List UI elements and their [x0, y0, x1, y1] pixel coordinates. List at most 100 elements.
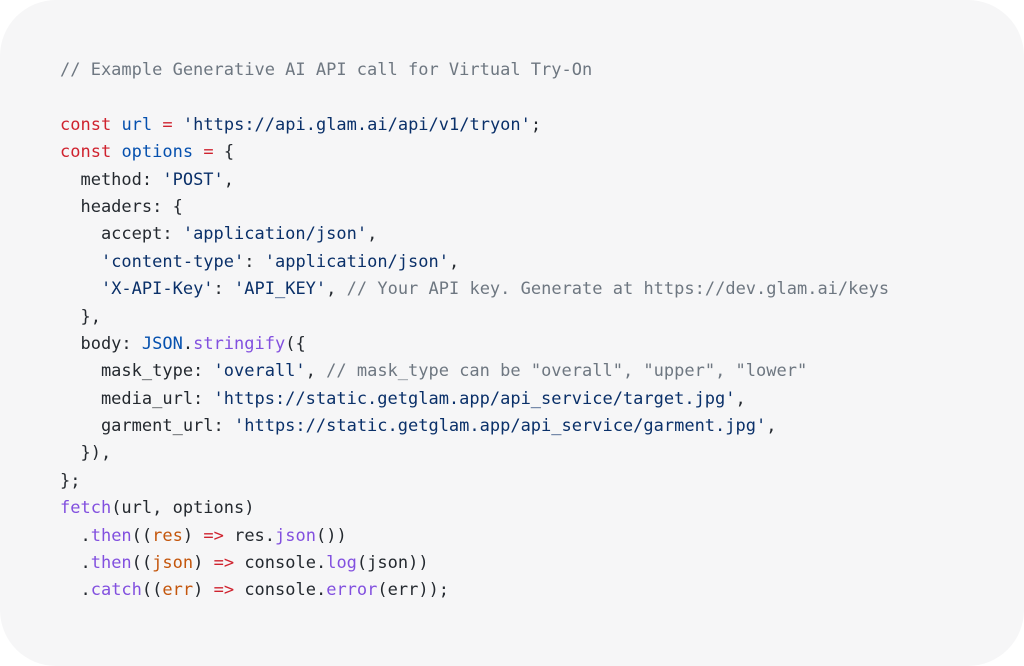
code-token-plain: (err));: [377, 580, 450, 601]
code-token-plain: media_url:: [60, 388, 214, 409]
code-line: // Example Generative AI API call for Vi…: [60, 57, 889, 84]
code-token-plain: ({: [285, 333, 306, 354]
code-token-fn: json: [275, 525, 316, 546]
code-token-plain: ,: [223, 169, 235, 190]
code-token-plain: ,: [367, 224, 378, 245]
code-token-string: 'https://static.getglam.app/api_service/…: [213, 388, 736, 409]
code-token-plain: headers: {: [60, 196, 183, 217]
code-line: fetch(url, options): [60, 495, 889, 522]
code-token-var: options: [121, 142, 194, 163]
code-token-plain: (url, options): [111, 498, 255, 519]
code-token-plain: [60, 279, 101, 299]
code-token-plain: };: [60, 470, 81, 491]
code-token-plain: }),: [60, 443, 112, 464]
code-line: }),: [60, 440, 889, 467]
code-token-op: =: [162, 114, 173, 135]
code-token-fn: catch: [90, 580, 142, 601]
code-token-comment: // Example Generative AI API call for Vi…: [60, 60, 593, 80]
code-token-fn: then: [90, 525, 132, 546]
code-line: .catch((err) => console.error(err));: [60, 577, 889, 604]
code-block: // Example Generative AI API call for Vi…: [60, 57, 889, 605]
code-token-plain: ((: [131, 525, 153, 546]
code-line: accept: 'application/json',: [60, 221, 889, 248]
code-token-param: err: [162, 580, 194, 601]
code-line: [60, 84, 889, 111]
code-token-string: 'application/json': [264, 251, 449, 272]
code-token-plain: [152, 115, 162, 135]
code-token-fn: then: [90, 553, 132, 574]
code-token-string: 'https://api.glam.ai/api/v1/tryon': [182, 114, 531, 135]
code-token-string: 'API_KEY': [234, 279, 327, 300]
code-token-string: 'application/json': [182, 224, 368, 245]
code-token-plain: [173, 115, 183, 135]
code-line: };: [60, 468, 889, 495]
code-token-keyword: const: [60, 114, 112, 135]
code-token-keyword: const: [60, 142, 112, 163]
code-token-plain: ;: [530, 114, 542, 135]
code-line: mask_type: 'overall', // mask_type can b…: [60, 358, 889, 385]
code-token-builtin: JSON: [141, 333, 183, 354]
code-token-plain: garment_url:: [60, 416, 234, 437]
code-token-string: 'overall': [213, 361, 306, 382]
code-line: body: JSON.stringify({: [60, 331, 889, 358]
code-token-plain: ,: [305, 361, 327, 382]
code-token-plain: ): [182, 525, 204, 546]
code-line: const options = {: [60, 139, 889, 166]
code-line: const url = 'https://api.glam.ai/api/v1/…: [60, 112, 889, 139]
code-token-fn: error: [326, 580, 378, 601]
code-token-param: res: [152, 525, 183, 546]
code-token-op: =>: [213, 553, 235, 574]
code-token-comment: // Your API key. Generate at https://dev…: [346, 279, 890, 300]
code-token-comment: // mask_type can be "overall", "upper", …: [326, 361, 808, 382]
code-line: method: 'POST',: [60, 167, 889, 194]
code-line: 'content-type': 'application/json',: [60, 249, 889, 276]
code-token-op: =>: [213, 580, 235, 601]
code-token-plain: console.: [234, 580, 327, 601]
code-token-plain: ,: [735, 388, 746, 409]
code-line: .then((json) => console.log(json)): [60, 550, 889, 577]
code-line: },: [60, 304, 889, 331]
code-token-plain: :: [244, 251, 265, 272]
code-token-var: url: [121, 114, 153, 135]
code-line: headers: {: [60, 194, 889, 221]
code-token-plain: [111, 142, 121, 162]
code-token-plain: ((: [141, 580, 163, 601]
code-token-string: 'POST': [162, 169, 224, 190]
code-token-plain: mask_type:: [60, 361, 214, 382]
code-token-plain: res.: [223, 525, 276, 546]
code-token-plain: :: [213, 279, 235, 300]
code-token-plain: .: [60, 580, 91, 601]
code-token-param: json: [152, 553, 194, 574]
code-token-string: 'https://static.getglam.app/api_service/…: [234, 416, 767, 437]
code-token-fn: fetch: [60, 498, 112, 519]
code-token-plain: accept:: [60, 224, 183, 245]
code-line: .then((res) => res.json()): [60, 523, 889, 550]
code-token-plain: .: [60, 553, 91, 574]
code-token-plain: body:: [60, 333, 142, 354]
code-token-plain: ,: [326, 279, 347, 300]
code-line: garment_url: 'https://static.getglam.app…: [60, 413, 889, 440]
code-token-plain: [60, 252, 101, 272]
code-line: 'X-API-Key': 'API_KEY', // Your API key.…: [60, 276, 889, 303]
code-token-plain: {: [213, 142, 235, 163]
code-token-plain: ): [193, 580, 214, 601]
code-token-plain: .: [182, 333, 194, 354]
code-token-plain: method:: [60, 169, 163, 190]
code-token-plain: [111, 115, 121, 135]
code-token-plain: ()): [315, 525, 347, 546]
code-token-string: 'X-API-Key': [100, 279, 214, 300]
code-token-plain: console.: [234, 553, 327, 574]
code-line: media_url: 'https://static.getglam.app/a…: [60, 386, 889, 413]
code-token-plain: ,: [448, 251, 460, 272]
code-token-plain: },: [60, 306, 101, 327]
code-token-string: 'content-type': [100, 251, 245, 272]
code-token-plain: [193, 142, 203, 162]
code-token-op: =: [203, 142, 214, 163]
code-token-plain: ): [193, 553, 214, 574]
code-token-op: =>: [203, 525, 224, 546]
code-token-plain: ((: [131, 553, 153, 574]
code-token-plain: ,: [766, 416, 777, 437]
code-token-fn: stringify: [193, 333, 286, 354]
code-token-fn: log: [326, 553, 357, 574]
